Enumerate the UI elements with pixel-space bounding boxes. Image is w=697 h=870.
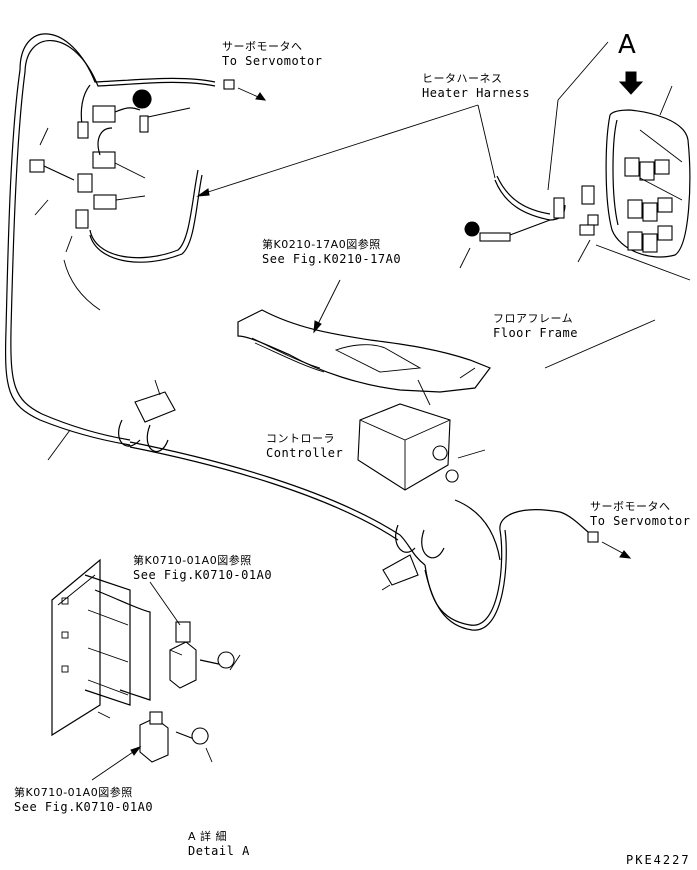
- label-controller-en: Controller: [266, 446, 344, 460]
- main-harness: [5, 33, 589, 631]
- view-a-arrow: [618, 71, 644, 95]
- label-servo-top: サーボモータへ To Servomotor: [222, 40, 322, 68]
- servo-connector-right: [587, 531, 632, 559]
- bracket-lower: [91, 711, 213, 781]
- label-heater-harness: ヒータハーネス Heater Harness: [422, 72, 530, 100]
- bracket-upper: [149, 581, 241, 689]
- label-servo-right: サーボモータへ To Servomotor: [590, 500, 690, 528]
- label-controller-jp: コントローラ: [266, 432, 335, 445]
- label-fig-k0710-bot-jp: 第K0710-01A0図参照: [14, 786, 133, 799]
- label-servo-top-en: To Servomotor: [222, 54, 323, 68]
- label-floor-frame: フロアフレーム Floor Frame: [493, 312, 578, 340]
- label-fig-k0210-en: See Fig.K0210-17A0: [262, 252, 402, 266]
- drawing-code: PKE4227: [626, 853, 691, 867]
- label-detail-jp: A 詳 細: [188, 830, 228, 843]
- label-floor-jp: フロアフレーム: [493, 312, 574, 325]
- label-servo-right-en: To Servomotor: [590, 514, 691, 528]
- label-controller: コントローラ Controller: [266, 432, 343, 460]
- label-fig-k0710-top: 第K0710-01A0図参照 See Fig.K0710-01A0: [133, 554, 272, 582]
- label-fig-k0710-top-jp: 第K0710-01A0図参照: [133, 554, 252, 567]
- relay-block: [605, 85, 691, 258]
- label-servo-top-jp: サーボモータへ: [222, 40, 303, 53]
- label-detail-en: Detail A: [188, 844, 250, 858]
- heater-harness-detail: [459, 41, 691, 281]
- harness-clamps: [47, 379, 445, 591]
- label-servo-right-jp: サーボモータへ: [590, 500, 671, 513]
- label-fig-k0710-bot-en: See Fig.K0710-01A0: [14, 800, 154, 814]
- floor-frame: [237, 279, 656, 393]
- lower-panel: [51, 558, 151, 737]
- label-fig-k0710-bottom: 第K0710-01A0図参照 See Fig.K0710-01A0: [14, 786, 153, 814]
- label-heater-jp: ヒータハーネス: [422, 72, 503, 85]
- label-fig-k0210-jp: 第K0210-17A0図参照: [262, 238, 381, 251]
- label-view-a: A: [618, 30, 637, 60]
- label-fig-k0710-top-en: See Fig.K0710-01A0: [133, 568, 273, 582]
- upper-connector-cluster: [29, 84, 203, 311]
- servo-connector-top: [223, 79, 267, 101]
- controller-box: [357, 379, 486, 491]
- label-heater-en: Heater Harness: [422, 86, 531, 100]
- label-fig-k0210: 第K0210-17A0図参照 See Fig.K0210-17A0: [262, 238, 401, 266]
- heater-harness-leader: [196, 104, 496, 197]
- label-detail-a: A 詳 細 Detail A: [188, 830, 250, 858]
- label-floor-en: Floor Frame: [493, 326, 578, 340]
